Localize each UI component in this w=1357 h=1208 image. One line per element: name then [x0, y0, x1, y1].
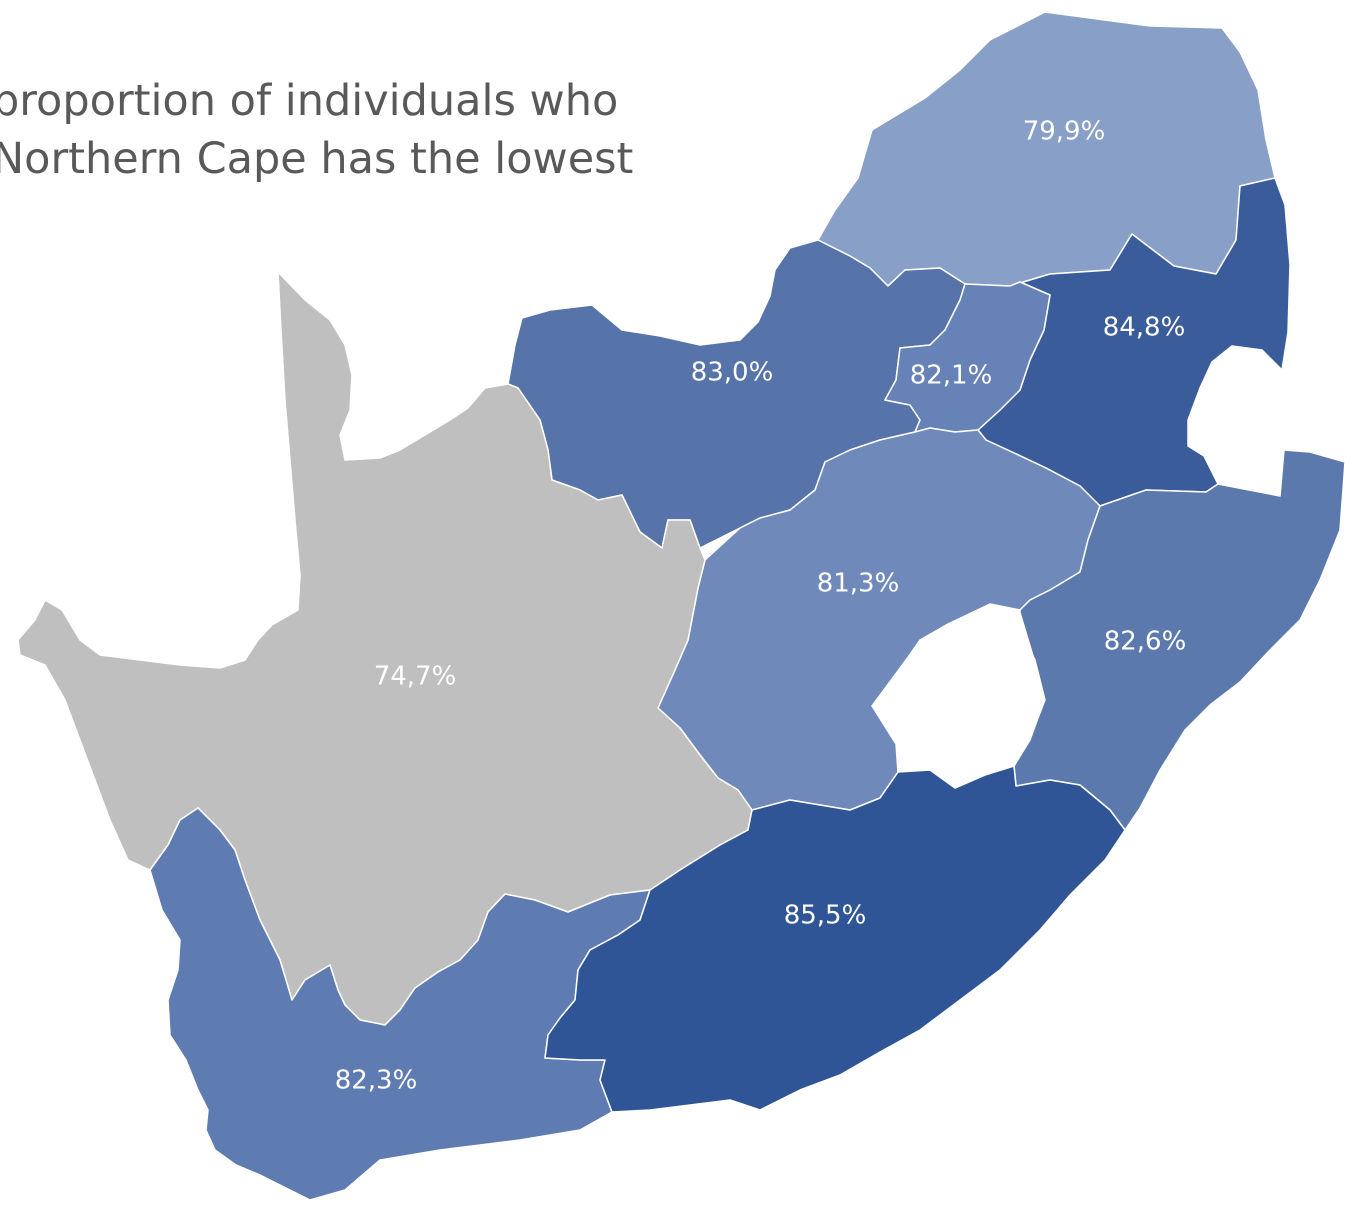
label-north-west: 83,0% — [691, 358, 774, 388]
eswatini-hole — [1188, 346, 1284, 496]
label-eastern-cape: 85,5% — [784, 901, 867, 931]
lesotho-hole — [872, 604, 1045, 788]
label-kwazulu-natal: 82,6% — [1104, 627, 1187, 657]
province-limpopo[interactable] — [817, 11, 1276, 287]
label-limpopo: 79,9% — [1023, 117, 1106, 147]
label-gauteng: 82,1% — [910, 361, 993, 391]
label-northern-cape: 74,7% — [374, 662, 457, 692]
caption-line-2: Northern Cape has the lowest — [0, 134, 634, 184]
label-mpumalanga: 84,8% — [1103, 313, 1186, 343]
label-free-state: 81,3% — [817, 569, 900, 599]
label-western-cape: 82,3% — [335, 1066, 418, 1096]
caption-line-1: proportion of individuals who — [0, 76, 619, 126]
province-eastern-cape[interactable] — [544, 765, 1126, 1113]
map-caption: proportion of individuals who Northern C… — [0, 72, 712, 188]
